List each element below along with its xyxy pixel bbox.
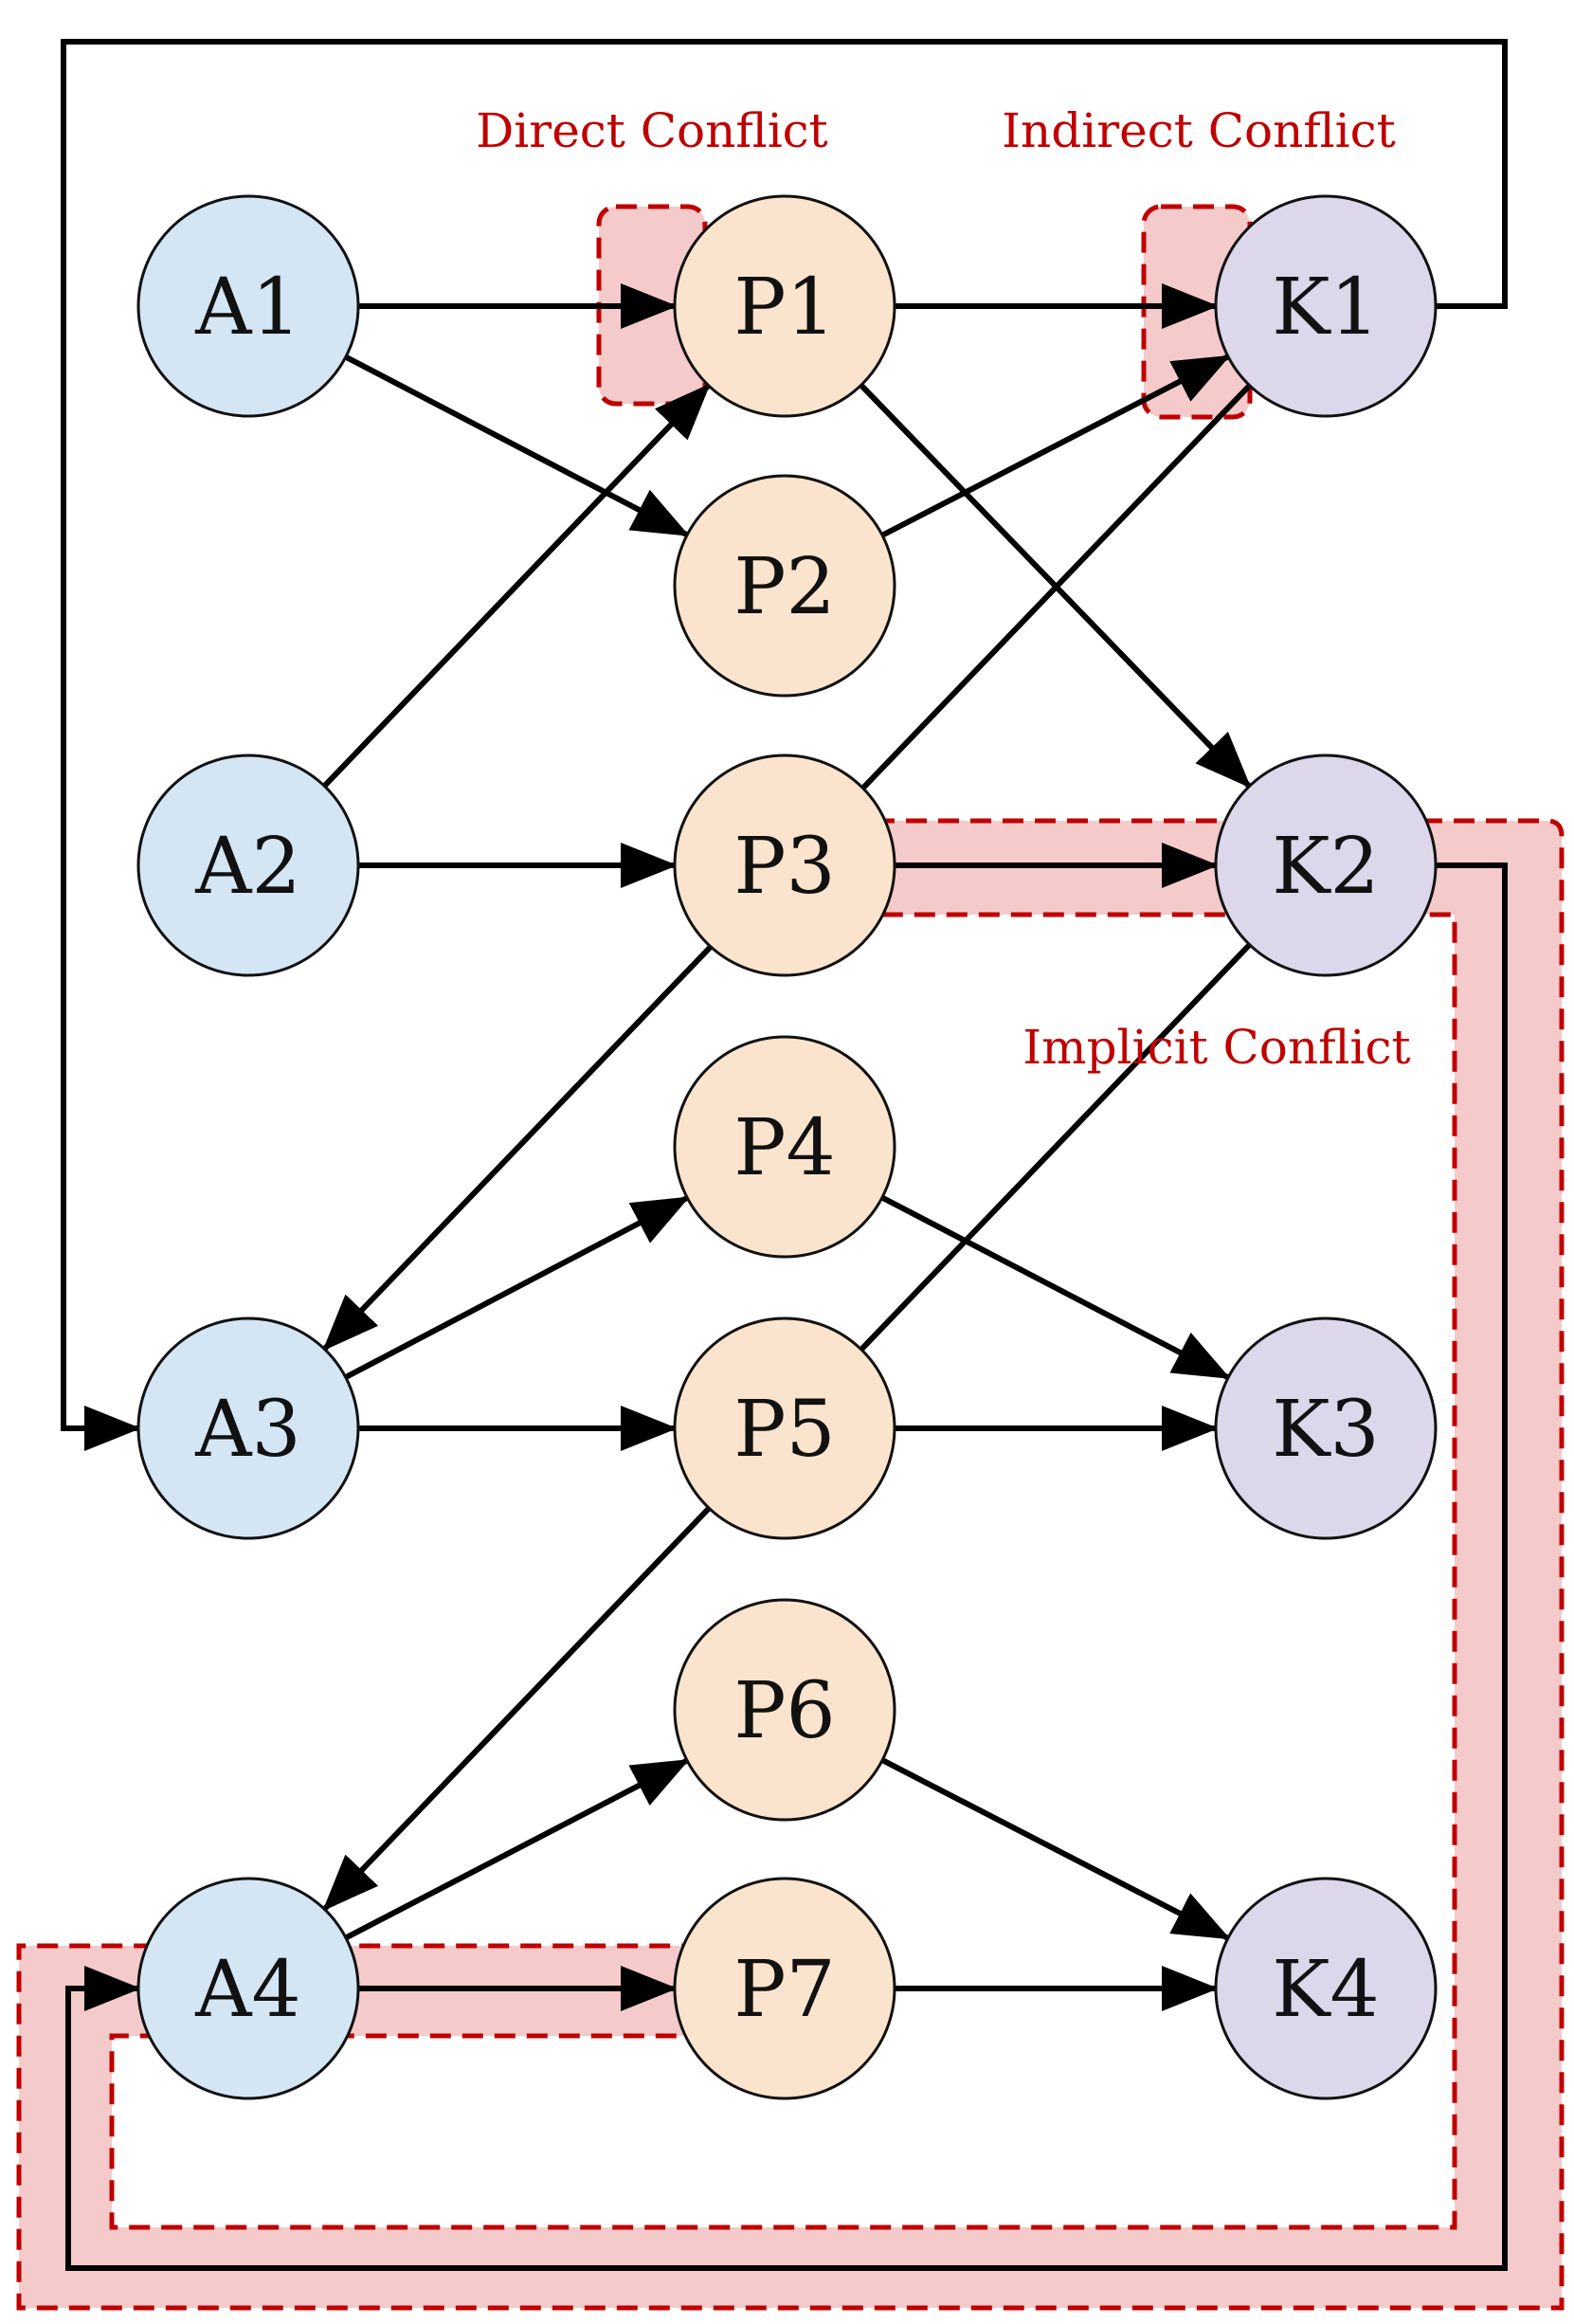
indirect-conflict-zone-outline: [1141, 204, 1253, 420]
node-p4: P4: [673, 1035, 896, 1259]
node-label-p6: P6: [733, 1666, 835, 1756]
policy-node-circle: [673, 474, 896, 698]
implicit-conflict-zone-outline: [16, 818, 1565, 2311]
node-p1: P1: [673, 194, 896, 418]
knowledge-node-circle: [1214, 1316, 1438, 1540]
node-k1: K1: [1214, 194, 1438, 418]
conflict-labels: Direct Conflict Indirect Conflict Implic…: [476, 103, 1410, 1075]
node-label-p2: P2: [733, 542, 835, 632]
agent-node-circle: [136, 753, 360, 977]
node-a1: A1: [136, 194, 360, 418]
knowledge-node-circle: [1214, 753, 1438, 977]
edge-p2-to-k1: [880, 354, 1231, 538]
node-label-a1: A1: [194, 263, 300, 353]
node-p2: P2: [673, 474, 896, 698]
node-label-a2: A2: [194, 822, 300, 912]
node-label-p4: P4: [733, 1103, 835, 1193]
direct-conflict-label: Direct Conflict: [476, 103, 828, 158]
agent-node-circle: [136, 194, 360, 418]
node-label-a4: A4: [194, 1945, 300, 2035]
policy-node-circle: [673, 1598, 896, 1822]
node-a3: A3: [136, 1316, 360, 1540]
feedback-edge-k2-to-a4: [65, 862, 1508, 2271]
feedback-connectors: [61, 39, 1508, 2271]
node-a4: A4: [136, 1877, 360, 2100]
edge-a2-to-p1: [322, 383, 711, 789]
node-label-a3: A3: [194, 1385, 300, 1475]
implicit-conflict-label: Implicit Conflict: [1022, 1020, 1410, 1075]
policy-node-circle: [673, 1877, 896, 2100]
node-label-p3: P3: [733, 822, 835, 912]
node-label-p7: P7: [733, 1945, 835, 2035]
node-k4: K4: [1214, 1877, 1438, 2100]
node-label-k2: K2: [1272, 822, 1379, 912]
knowledge-node-circle: [1214, 1877, 1438, 2100]
node-p5: P5: [673, 1316, 896, 1540]
indirect-conflict-label: Indirect Conflict: [1002, 103, 1395, 158]
node-label-k4: K4: [1272, 1945, 1379, 2035]
edge-p4-to-k3: [880, 1194, 1231, 1381]
policy-node-circle: [673, 194, 896, 418]
agent-node-circle: [136, 1316, 360, 1540]
edge-a3-to-p4: [344, 1195, 690, 1380]
feedback-edge-k1-to-a3: [61, 39, 1508, 1451]
node-label-k1: K1: [1272, 263, 1379, 353]
node-k3: K3: [1214, 1316, 1438, 1540]
knowledge-node-circle: [1214, 194, 1438, 418]
node-a2: A2: [136, 753, 360, 977]
node-p7: P7: [673, 1877, 896, 2100]
node-label-p5: P5: [733, 1385, 835, 1475]
node-label-k3: K3: [1272, 1385, 1379, 1475]
node-p6: P6: [673, 1598, 896, 1822]
node-p3: P3: [673, 753, 896, 977]
node-k2: K2: [1214, 753, 1438, 977]
node-label-p1: P1: [733, 263, 835, 353]
policy-node-circle: [673, 1035, 896, 1259]
policy-node-circle: [673, 753, 896, 977]
agent-node-circle: [136, 1877, 360, 2100]
edge-a1-to-p2: [344, 354, 690, 538]
policy-node-circle: [673, 1316, 896, 1540]
edge-a4-to-p6: [344, 1757, 690, 1941]
edge-p6-to-k4: [880, 1757, 1231, 1941]
